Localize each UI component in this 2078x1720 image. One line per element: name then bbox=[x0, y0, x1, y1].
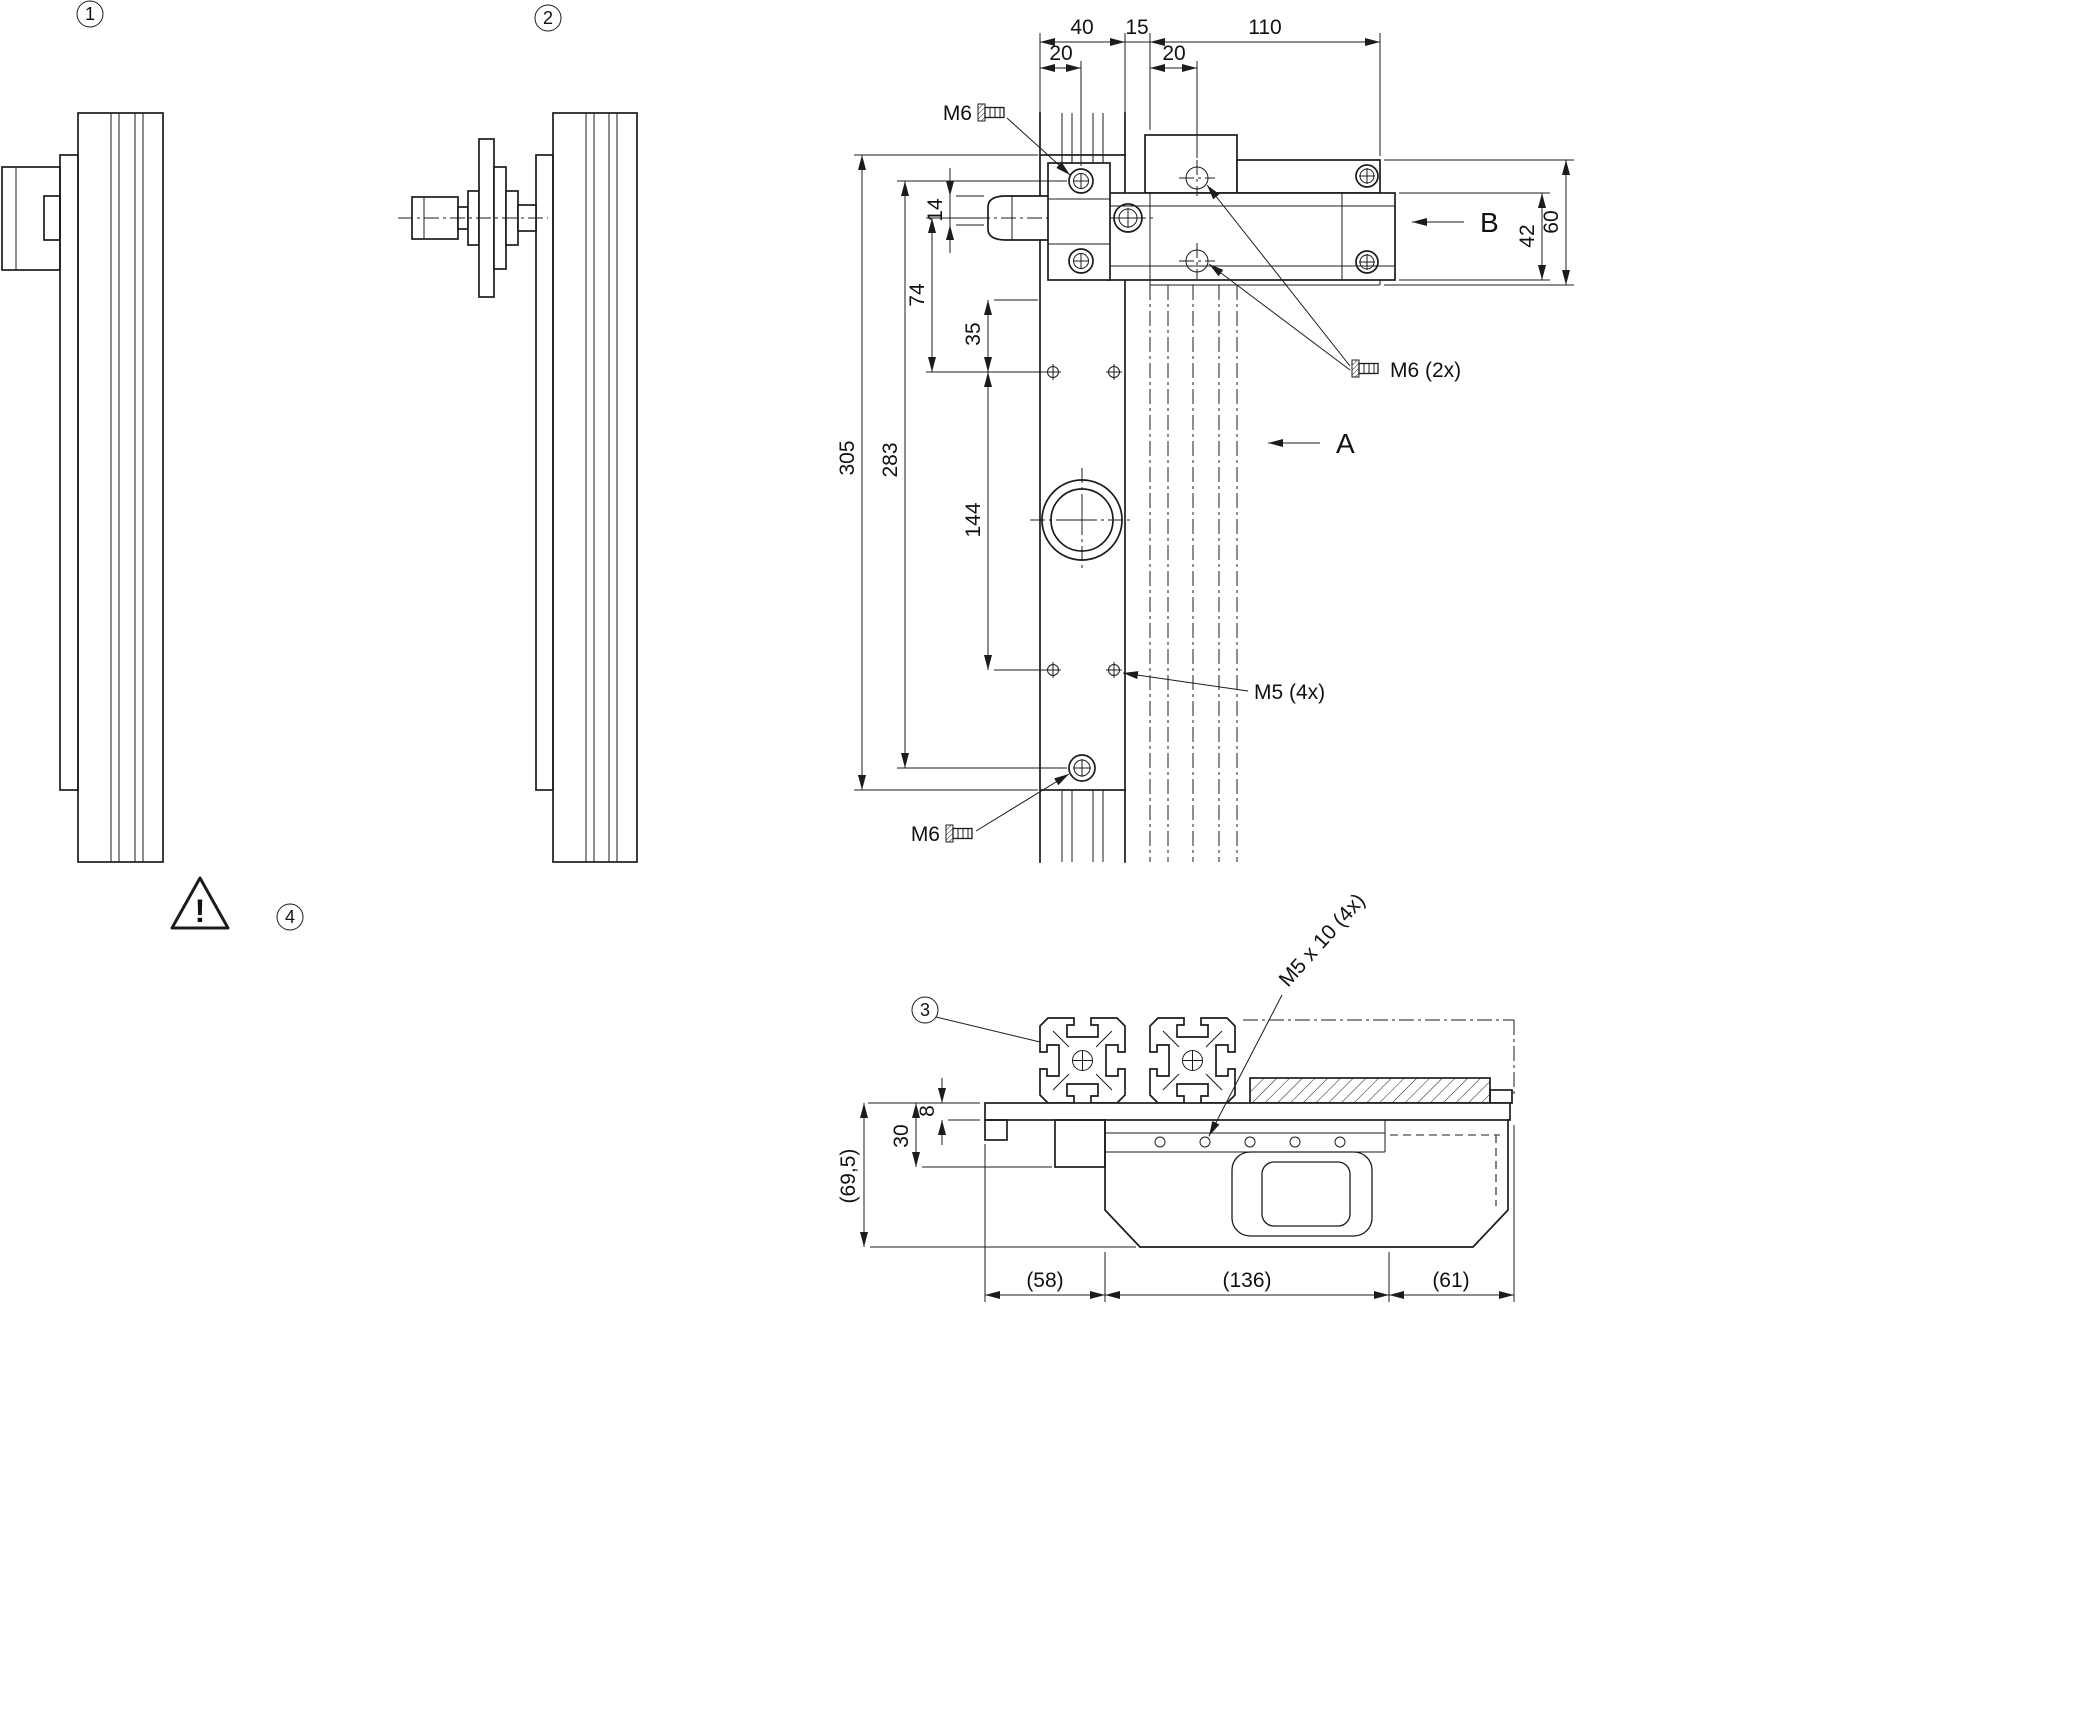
screw-icon bbox=[1351, 359, 1379, 378]
callout-m6-top-label: M6 bbox=[943, 102, 972, 125]
dims-right: 42 60 bbox=[1384, 159, 1574, 286]
balloon-3-circle bbox=[911, 996, 939, 1024]
bottom-screw bbox=[1068, 754, 1096, 782]
dim-35: 35 bbox=[962, 322, 985, 345]
dim-58: (58) bbox=[1026, 1269, 1063, 1292]
dim-144: 144 bbox=[962, 502, 985, 537]
callout-m5-holes-label: M5 (4x) bbox=[1254, 681, 1325, 704]
bracket-tab bbox=[43, 195, 61, 241]
dim-60: 60 bbox=[1540, 210, 1563, 233]
warning-mark: ! bbox=[195, 893, 206, 929]
dim-69-5: (69,5) bbox=[837, 1149, 860, 1204]
rail-screw-right-top bbox=[1355, 164, 1379, 188]
direction-a-label: A bbox=[1336, 428, 1355, 459]
view-1-side: 1 bbox=[1, 0, 164, 863]
dims-section-bottom: (58) (136) (61) bbox=[984, 1125, 1515, 1302]
callout-m5x10-label: M5 x 10 (4x) bbox=[1275, 889, 1370, 991]
carriage-top-plate bbox=[984, 1102, 1511, 1121]
balloon-4-label: 4 bbox=[285, 907, 295, 927]
bracket-outline bbox=[1, 166, 61, 271]
dims-section-left: 8 30 (69,5) bbox=[837, 1078, 1136, 1248]
tslot-profile-2 bbox=[1149, 1017, 1236, 1104]
dim-61: (61) bbox=[1432, 1269, 1469, 1292]
screw-icon bbox=[945, 824, 973, 843]
callout-m6-top: M6 bbox=[943, 102, 1071, 176]
direction-b-label: B bbox=[1480, 207, 1499, 238]
m5-holes bbox=[1045, 364, 1122, 678]
sectioned-base-plate bbox=[1249, 1077, 1491, 1104]
bracket-screw-bottom bbox=[1068, 248, 1094, 274]
dims-top: 40 15 110 20 20 bbox=[1039, 16, 1381, 166]
direction-a: A bbox=[1268, 428, 1355, 459]
dim-14: 14 bbox=[924, 198, 947, 222]
balloon-3-label: 3 bbox=[920, 1000, 930, 1020]
dim-15: 15 bbox=[1125, 16, 1148, 39]
phantom-hole-bottom bbox=[1179, 243, 1215, 279]
warning-triangle-icon bbox=[170, 876, 230, 930]
balloon-4-circle bbox=[276, 903, 304, 931]
section-view: 3 8 bbox=[837, 889, 1515, 1302]
dim-30: 30 bbox=[890, 1124, 913, 1147]
profile-side bbox=[552, 112, 638, 863]
end-step bbox=[1489, 1089, 1513, 1104]
dim-42: 42 bbox=[1516, 224, 1539, 247]
carriage-body bbox=[1104, 1119, 1509, 1248]
phantom-hole-top bbox=[1179, 160, 1215, 196]
clamp-bolt-assembly bbox=[398, 138, 548, 298]
body-cutout-inner bbox=[1261, 1161, 1351, 1227]
front-view: 40 15 110 20 20 42 60 305 bbox=[836, 16, 1574, 863]
tslot-profile-1 bbox=[1039, 1017, 1126, 1104]
direction-b: B bbox=[1412, 207, 1499, 238]
rail-screw-left bbox=[1113, 203, 1143, 233]
carrier-plate-edge bbox=[535, 154, 554, 791]
left-lip bbox=[984, 1119, 1008, 1141]
callout-m6-pair-label: M6 (2x) bbox=[1390, 359, 1461, 382]
m5-screw-row bbox=[1154, 1136, 1346, 1148]
dim-20a: 20 bbox=[1049, 42, 1072, 65]
profile-side bbox=[77, 112, 164, 863]
callout-m6-pair: M6 (2x) bbox=[1206, 184, 1461, 382]
central-bore bbox=[1030, 468, 1134, 572]
dims-left: 305 283 74 14 35 144 bbox=[836, 154, 1067, 791]
dim-110: 110 bbox=[1248, 16, 1281, 39]
dim-305: 305 bbox=[836, 440, 859, 475]
balloon-2-label: 2 bbox=[543, 8, 553, 28]
dim-20b: 20 bbox=[1162, 42, 1185, 65]
dim-283: 283 bbox=[879, 442, 902, 477]
balloon-1-circle bbox=[76, 0, 104, 28]
dim-74: 74 bbox=[906, 283, 929, 307]
left-block bbox=[1054, 1119, 1106, 1168]
callout-m6-bottom-label: M6 bbox=[911, 823, 940, 846]
balloon-2-circle bbox=[534, 4, 562, 32]
spacer-block bbox=[1144, 134, 1238, 194]
warning-note: ! 4 bbox=[170, 876, 304, 931]
dim-136: (136) bbox=[1222, 1269, 1271, 1292]
phantom-profile bbox=[1149, 285, 1238, 862]
balloon-1-label: 1 bbox=[85, 4, 95, 24]
bracket-screw-top bbox=[1068, 168, 1094, 194]
rail-screw-right-bottom bbox=[1355, 250, 1379, 274]
rail-flange bbox=[1236, 159, 1381, 194]
body-cutout-outer bbox=[1231, 1151, 1373, 1237]
carrier-plate-edge bbox=[59, 154, 79, 791]
view-2-side: 2 bbox=[398, 4, 638, 863]
screw-icon bbox=[977, 103, 1005, 122]
callout-m6-bottom: M6 bbox=[911, 773, 1070, 846]
dim-8: 8 bbox=[916, 1105, 939, 1117]
dim-40: 40 bbox=[1070, 16, 1093, 39]
callout-m5-holes: M5 (4x) bbox=[1122, 671, 1325, 704]
